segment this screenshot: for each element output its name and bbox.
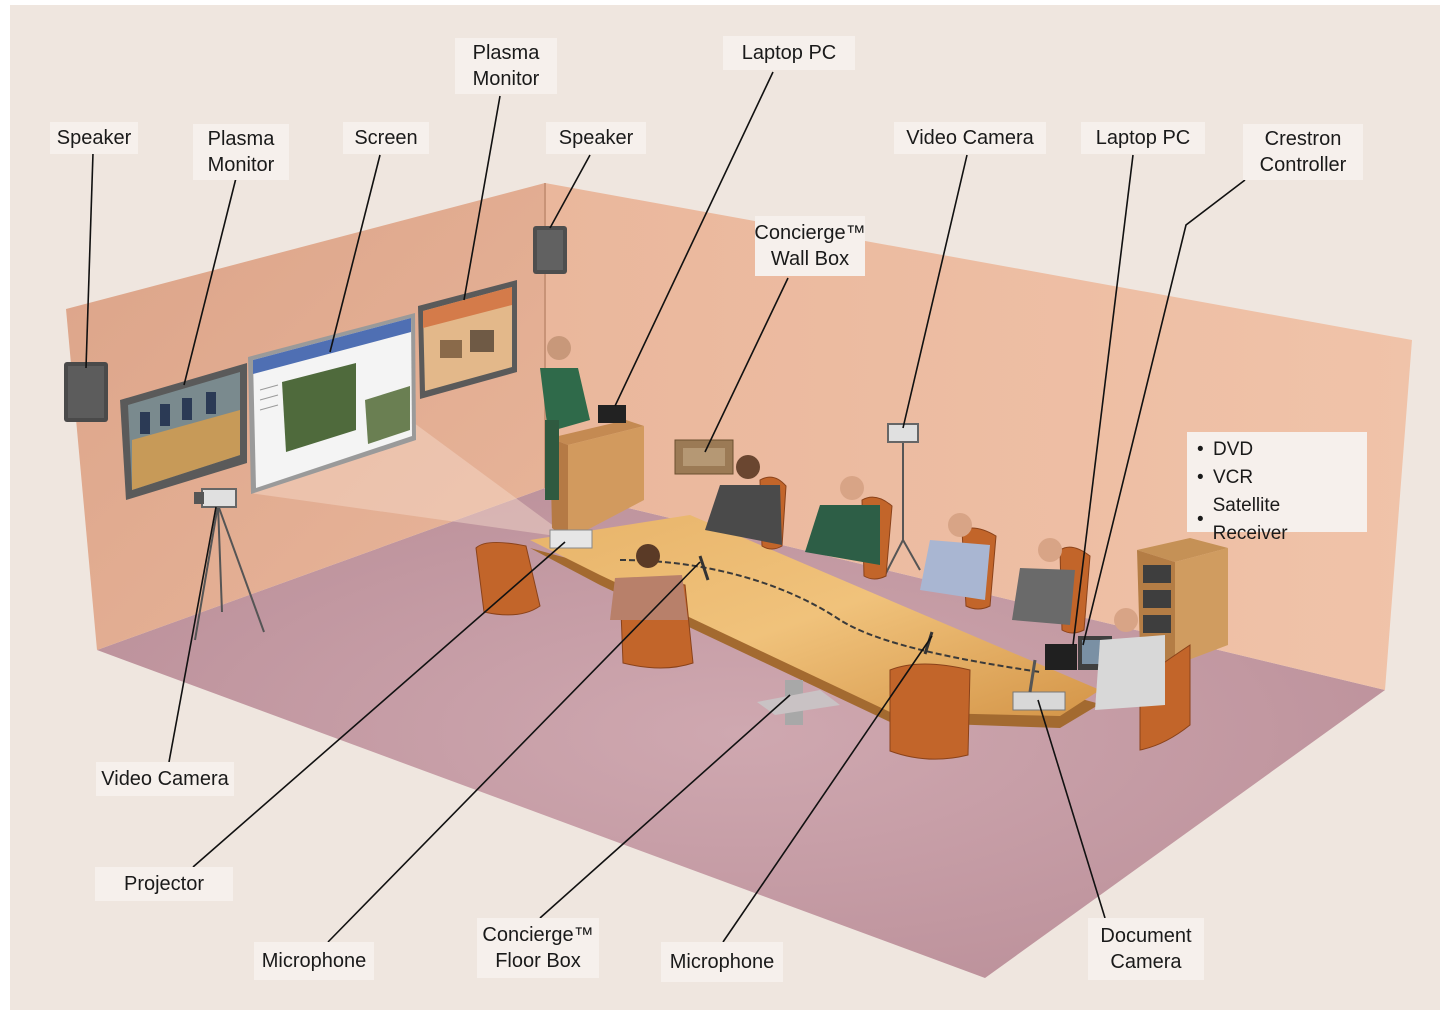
- label-laptop-pc-right: Laptop PC: [1081, 122, 1205, 154]
- plasma-monitor-top: [418, 280, 517, 399]
- label-crestron-controller: Crestron Controller: [1243, 124, 1363, 180]
- label-plasma-monitor-top: Plasma Monitor: [455, 38, 557, 94]
- label-video-camera-bottom: Video Camera: [96, 762, 234, 796]
- video-camera-left: [194, 488, 265, 641]
- label-speaker-left: Speaker: [50, 122, 138, 154]
- video-camera-right: [884, 423, 921, 576]
- attendees: [610, 455, 1165, 710]
- label-microphone-right: Microphone: [661, 942, 783, 982]
- projector: [549, 529, 593, 549]
- podium-laptop: [598, 405, 626, 423]
- label-speaker-center: Speaker: [546, 122, 646, 154]
- label-concierge-wall-box: Concierge™ Wall Box: [754, 216, 866, 276]
- label-projector: Projector: [95, 867, 233, 901]
- projection-beam: [250, 420, 570, 538]
- list-item: • VCR: [1197, 467, 1254, 488]
- label-document-camera: Document Camera: [1088, 918, 1204, 980]
- label-concierge-floor-box: Concierge™ Floor Box: [477, 918, 599, 978]
- label-av-rack-list: • DVD • VCR • Satellite Receiver: [1187, 432, 1367, 544]
- laptop-right: [1045, 644, 1077, 670]
- mic-left: [698, 555, 710, 581]
- presenter: [540, 336, 590, 500]
- center-speaker: [533, 226, 567, 274]
- list-item: • Satellite Receiver: [1197, 495, 1288, 544]
- label-screen: Screen: [343, 122, 429, 154]
- label-plasma-monitor-left: Plasma Monitor: [193, 124, 289, 180]
- label-video-camera-top: Video Camera: [894, 122, 1046, 154]
- mic-right: [923, 631, 934, 655]
- label-laptop-pc-top: Laptop PC: [723, 36, 855, 70]
- plasma-monitor-left: [120, 363, 247, 500]
- list-item: • DVD: [1197, 439, 1254, 460]
- projection-screen: [248, 313, 416, 494]
- av-rack: [1137, 538, 1228, 665]
- floor: [97, 488, 1385, 978]
- label-microphone-left: Microphone: [254, 942, 374, 980]
- leader-lines: [85, 71, 1246, 943]
- left-speaker: [64, 362, 108, 422]
